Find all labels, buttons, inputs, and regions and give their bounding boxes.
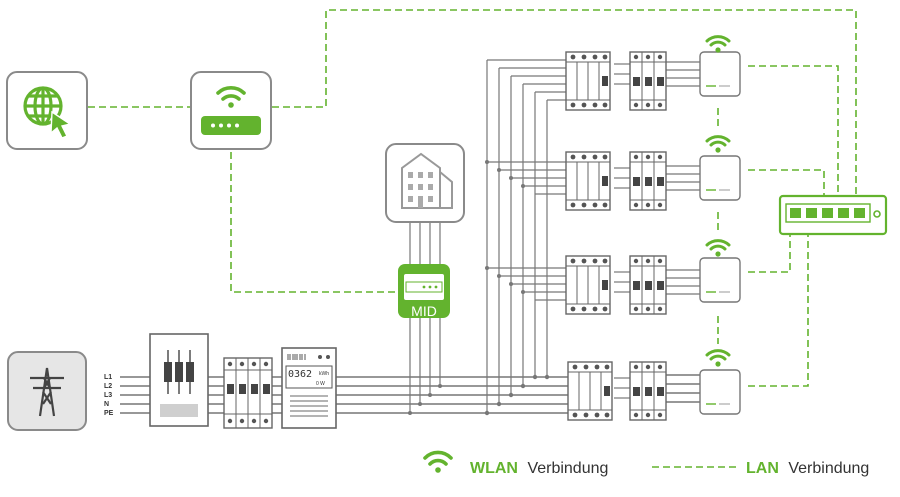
branch-4	[567, 349, 741, 421]
branch-1	[565, 35, 741, 111]
phase-label: L2	[104, 383, 112, 390]
main-fuse-box	[149, 333, 209, 427]
main-rcd	[223, 357, 273, 429]
network-switch-icon	[778, 194, 888, 236]
globe-cursor-icon	[23, 86, 63, 126]
wifi-icon	[705, 349, 731, 369]
phase-label: PE	[104, 410, 114, 417]
phase-labels: L1 L2 L3 N PE	[104, 374, 114, 417]
supply-bus-to-charger	[666, 374, 700, 403]
router-box	[190, 71, 272, 150]
legend-lan: LAN Verbindung	[746, 460, 869, 477]
phase-label: L3	[104, 392, 112, 399]
meter-reading: 0362	[288, 369, 312, 380]
grid-box	[7, 351, 87, 431]
branch-3	[565, 239, 741, 315]
building-icon	[401, 152, 453, 209]
phase-label: N	[104, 401, 109, 408]
cursor-icon	[50, 110, 72, 139]
meter-power: 0 W	[316, 381, 325, 387]
phase-label: L1	[104, 374, 112, 381]
mid-meter: MID	[398, 264, 450, 319]
wifi-icon	[423, 450, 453, 473]
branch-bus-lines	[487, 59, 700, 399]
legend: WLAN Verbindung LAN Verbindung	[423, 450, 869, 477]
energy-meter: 0362 kWh 0 W	[281, 347, 337, 429]
router-wifi-icon	[216, 86, 246, 108]
wifi-icon	[705, 35, 731, 55]
internet-box	[6, 71, 88, 150]
building-feed-dots	[408, 384, 442, 415]
power-tower-icon	[30, 367, 64, 417]
branch-2	[565, 135, 741, 211]
bus-junction-dots	[484, 160, 550, 416]
wifi-icon	[705, 239, 731, 259]
meter-unit: kWh	[319, 371, 329, 377]
wifi-icon	[705, 135, 731, 155]
mid-label: MID	[411, 303, 437, 319]
lan-connections	[88, 9, 857, 387]
branch-risers	[486, 60, 548, 413]
legend-wlan: WLAN Verbindung	[470, 460, 608, 477]
building-box	[385, 143, 465, 223]
